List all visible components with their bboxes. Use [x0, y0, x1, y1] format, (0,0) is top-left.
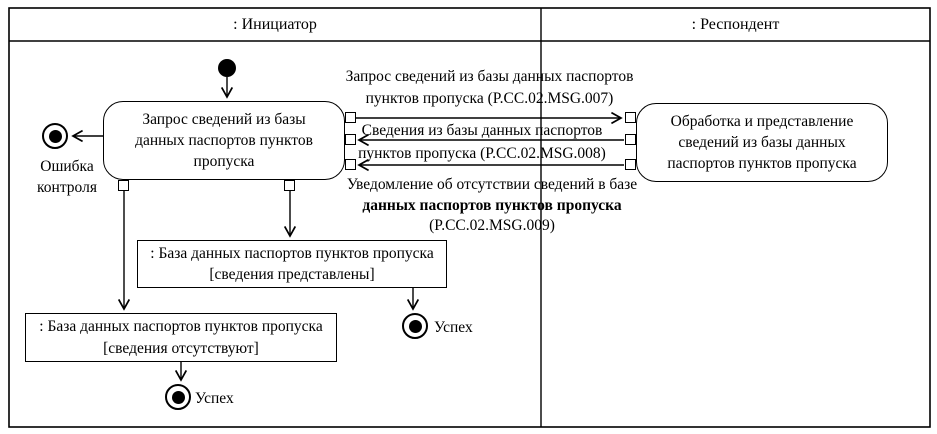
- activity-request: Запрос сведений из базы данных паспортов…: [103, 101, 345, 180]
- final-node-dot: [48, 129, 62, 143]
- final-node-success-provided: [402, 313, 428, 339]
- message-label-msg007: Запрос сведений из базы данных паспортов…: [337, 66, 642, 110]
- activity-label-line: Обработка и представление: [670, 113, 854, 130]
- message-line: (P.CC.02.MSG.009): [429, 217, 555, 234]
- final-node-dot: [171, 390, 185, 404]
- object-state: [сведения отсутствуют]: [103, 339, 259, 357]
- final-node-error-label: Ошибка контроля: [37, 158, 97, 196]
- activity-label-line: сведений из базы данных: [678, 134, 846, 151]
- message-line: Запрос сведений из базы данных паспортов: [345, 68, 634, 85]
- input-pin-msg009: [345, 159, 356, 170]
- input-pin-msg007: [625, 112, 636, 123]
- final-node-success-missing: [165, 384, 191, 410]
- object-db-provided: : База данных паспортов пунктов пропуска…: [137, 240, 447, 288]
- initial-node: [218, 59, 236, 77]
- output-pin-db-provided: [284, 180, 295, 191]
- final-node-dot: [408, 319, 422, 333]
- message-line: пунктов пропуска (P.CC.02.MSG.007): [365, 90, 614, 107]
- object-db-missing: : База данных паспортов пунктов пропуска…: [25, 313, 337, 362]
- swimlane-header-respondent: : Респондент: [541, 8, 930, 41]
- output-pin-db-missing: [118, 180, 129, 191]
- output-pin-msg007: [345, 112, 356, 123]
- output-pin-msg008: [625, 134, 636, 145]
- swimlane-label: : Инициатор: [233, 15, 317, 33]
- object-name: : База данных паспортов пунктов пропуска: [150, 245, 434, 262]
- message-label-msg009: Уведомление об отсутствии сведений в баз…: [337, 175, 647, 237]
- object-name: : База данных паспортов пунктов пропуска: [39, 318, 323, 336]
- final-node-success-provided-label: Успех: [434, 319, 473, 336]
- message-label-msg008: Сведения из базы данных паспортов пункто…: [352, 119, 612, 165]
- activity-label-line: паспортов пунктов пропуска: [667, 155, 857, 172]
- swimlane-label: : Респондент: [691, 15, 780, 33]
- message-line: Сведения из базы данных паспортов: [361, 122, 603, 139]
- message-line: пунктов пропуска (P.CC.02.MSG.008): [358, 145, 606, 162]
- activity-label-line: данных паспортов пунктов: [135, 132, 313, 149]
- diagram-frame: [8, 7, 931, 428]
- final-node-error: [42, 123, 68, 149]
- message-line: данных паспортов пунктов пропуска: [362, 196, 622, 214]
- activity-label-line: Запрос сведений из базы: [142, 111, 306, 128]
- input-pin-msg008: [345, 134, 356, 145]
- final-node-success-missing-label: Успех: [195, 390, 234, 407]
- message-line: Уведомление об отсутствии сведений в баз…: [346, 176, 638, 193]
- activity-process: Обработка и представление сведений из ба…: [636, 103, 888, 182]
- activity-label-line: пропуска: [193, 153, 255, 170]
- output-pin-msg009: [625, 159, 636, 170]
- object-state: [сведения представлены]: [209, 266, 375, 283]
- swimlane-header-initiator: : Инициатор: [9, 8, 541, 41]
